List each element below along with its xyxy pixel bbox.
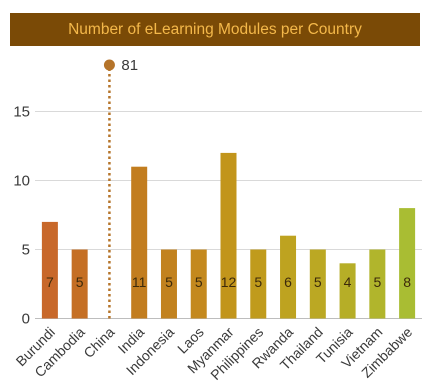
bar xyxy=(71,249,88,319)
y-tick-label: 0 xyxy=(22,311,30,328)
outlier-marker xyxy=(103,59,115,71)
bar xyxy=(190,249,207,319)
data-label: 6 xyxy=(284,274,292,290)
data-label: 81 xyxy=(121,57,138,74)
bar xyxy=(280,235,297,319)
bar xyxy=(160,249,177,319)
data-label: 8 xyxy=(403,274,411,290)
data-label: 5 xyxy=(373,274,381,290)
y-tick-label: 5 xyxy=(22,242,30,259)
category-label: China xyxy=(80,324,117,361)
bar xyxy=(399,208,416,319)
data-label: 12 xyxy=(221,274,237,290)
data-label: 5 xyxy=(314,274,322,290)
data-label: 7 xyxy=(46,274,54,290)
bar xyxy=(339,263,356,319)
data-label: 11 xyxy=(132,274,147,290)
bar xyxy=(41,221,58,319)
data-label: 5 xyxy=(165,274,173,290)
chart-title-bar: Number of eLearning Modules per Country xyxy=(10,13,420,46)
chart-title: Number of eLearning Modules per Country xyxy=(68,20,362,38)
bar xyxy=(131,166,148,319)
data-label: 5 xyxy=(254,274,262,290)
bar xyxy=(369,249,386,319)
bar xyxy=(220,152,237,319)
y-tick-label: 10 xyxy=(13,173,30,190)
y-tick-label: 15 xyxy=(13,104,30,121)
data-label: 5 xyxy=(76,274,84,290)
data-label: 4 xyxy=(344,274,352,290)
data-label: 5 xyxy=(195,274,203,290)
bar xyxy=(309,249,326,319)
bar xyxy=(250,249,267,319)
